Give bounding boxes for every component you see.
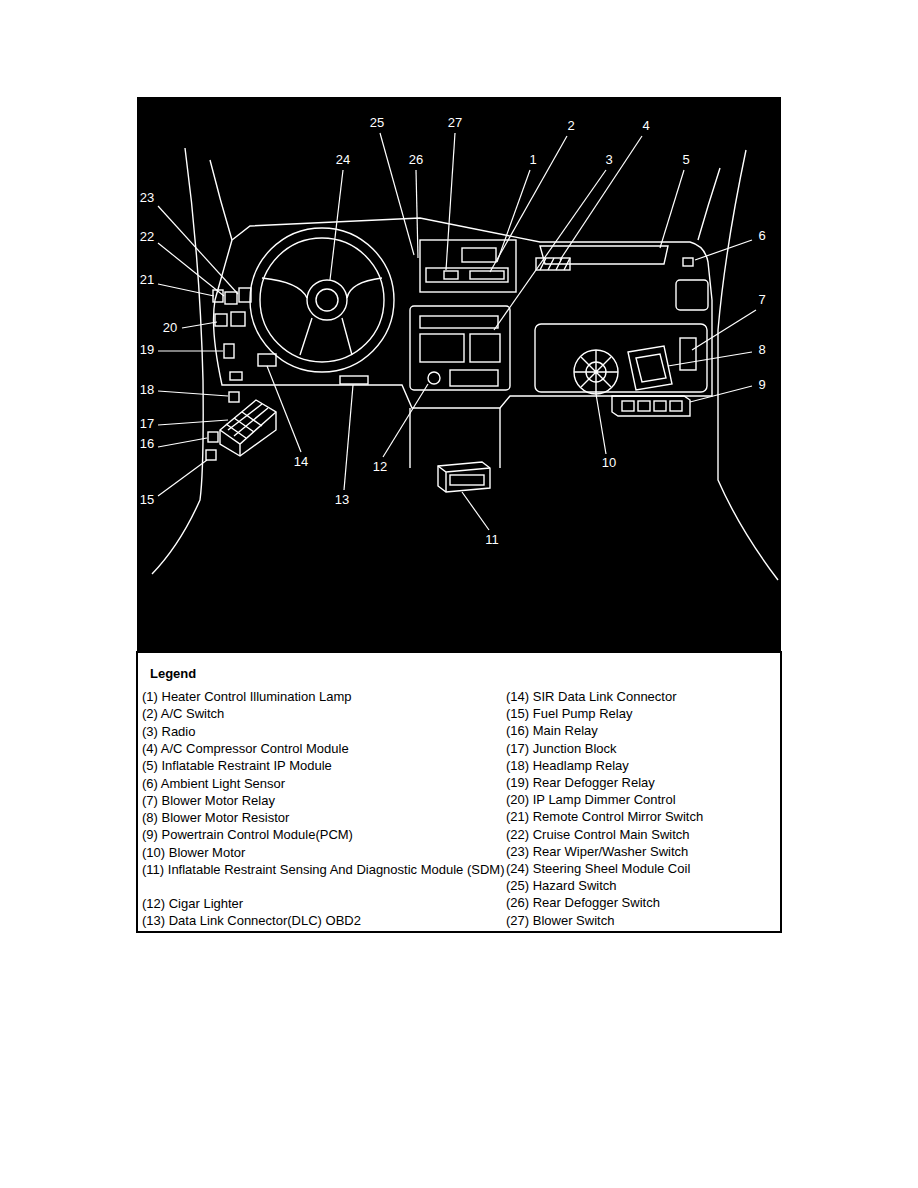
legend-entry: (7) Blower Motor Relay — [142, 793, 516, 808]
legend-entry: (20) IP Lamp Dimmer Control — [506, 792, 810, 807]
callout-number: 24 — [335, 153, 351, 167]
callout-number: 11 — [484, 533, 500, 547]
legend-panel — [137, 652, 781, 932]
legend-entry: (17) Junction Block — [506, 741, 810, 756]
legend-entry: (5) Inflatable Restraint IP Module — [142, 758, 516, 773]
legend-heading: Legend — [150, 666, 196, 681]
callout-number: 18 — [139, 383, 155, 397]
callout-number: 23 — [139, 191, 155, 205]
legend-entry: (4) A/C Compressor Control Module — [142, 741, 516, 756]
legend-entry: (26) Rear Defogger Switch — [506, 895, 810, 910]
legend-entry: (16) Main Relay — [506, 723, 810, 738]
legend-entry: (13) Data Link Connector(DLC) OBD2 — [142, 913, 516, 928]
legend-entry: (1) Heater Control Illumination Lamp — [142, 689, 516, 704]
legend-entry: (9) Powertrain Control Module(PCM) — [142, 827, 516, 842]
callout-number: 22 — [139, 230, 155, 244]
legend-entry: (3) Radio — [142, 724, 516, 739]
legend-entry: (11) Inflatable Restraint Sensing And Di… — [142, 862, 516, 877]
callout-number: 9 — [757, 378, 766, 392]
callout-number: 20 — [162, 321, 178, 335]
legend-entry: (2) A/C Switch — [142, 706, 516, 721]
legend-entry: (27) Blower Switch — [506, 913, 810, 928]
callout-number: 8 — [757, 343, 766, 357]
legend-entry: (18) Headlamp Relay — [506, 758, 810, 773]
dark-panel — [137, 97, 781, 652]
drawing-lines — [152, 148, 778, 580]
legend-entry: (12) Cigar Lighter — [142, 896, 516, 911]
legend-entry: (24) Steering Sheel Module Coil — [506, 861, 810, 876]
callout-number: 1 — [528, 153, 537, 167]
legend-entry: (21) Remote Control Mirror Switch — [506, 809, 810, 824]
legend-entry: (22) Cruise Control Main Switch — [506, 827, 810, 842]
callout-number: 27 — [447, 116, 463, 130]
callout-number: 17 — [139, 417, 155, 431]
legend-entry: (15) Fuel Pump Relay — [506, 706, 810, 721]
legend-entry: (14) SIR Data Link Connector — [506, 689, 810, 704]
callout-number: 2 — [566, 119, 575, 133]
callout-number: 7 — [757, 293, 766, 307]
callout-number: 13 — [334, 493, 350, 507]
callout-number: 15 — [139, 493, 155, 507]
callout-number: 5 — [681, 153, 690, 167]
callout-number: 12 — [372, 460, 388, 474]
callout-number: 26 — [408, 153, 424, 167]
callout-number: 14 — [293, 455, 309, 469]
legend-entry: (19) Rear Defogger Relay — [506, 775, 810, 790]
legend-entry: (10) Blower Motor — [142, 845, 516, 860]
callout-number: 4 — [641, 119, 650, 133]
callout-number: 21 — [139, 273, 155, 287]
callout-number: 16 — [139, 437, 155, 451]
leader-lines — [158, 133, 756, 530]
callout-number: 19 — [139, 343, 155, 357]
legend-entry: (25) Hazard Switch — [506, 878, 810, 893]
callout-number: 3 — [604, 153, 613, 167]
legend-entry: (6) Ambient Light Sensor — [142, 776, 516, 791]
callout-number: 10 — [601, 456, 617, 470]
callout-number: 6 — [757, 229, 766, 243]
legend-entry: (8) Blower Motor Resistor — [142, 810, 516, 825]
callout-number: 25 — [369, 116, 385, 130]
legend-entry: (23) Rear Wiper/Washer Switch — [506, 844, 810, 859]
